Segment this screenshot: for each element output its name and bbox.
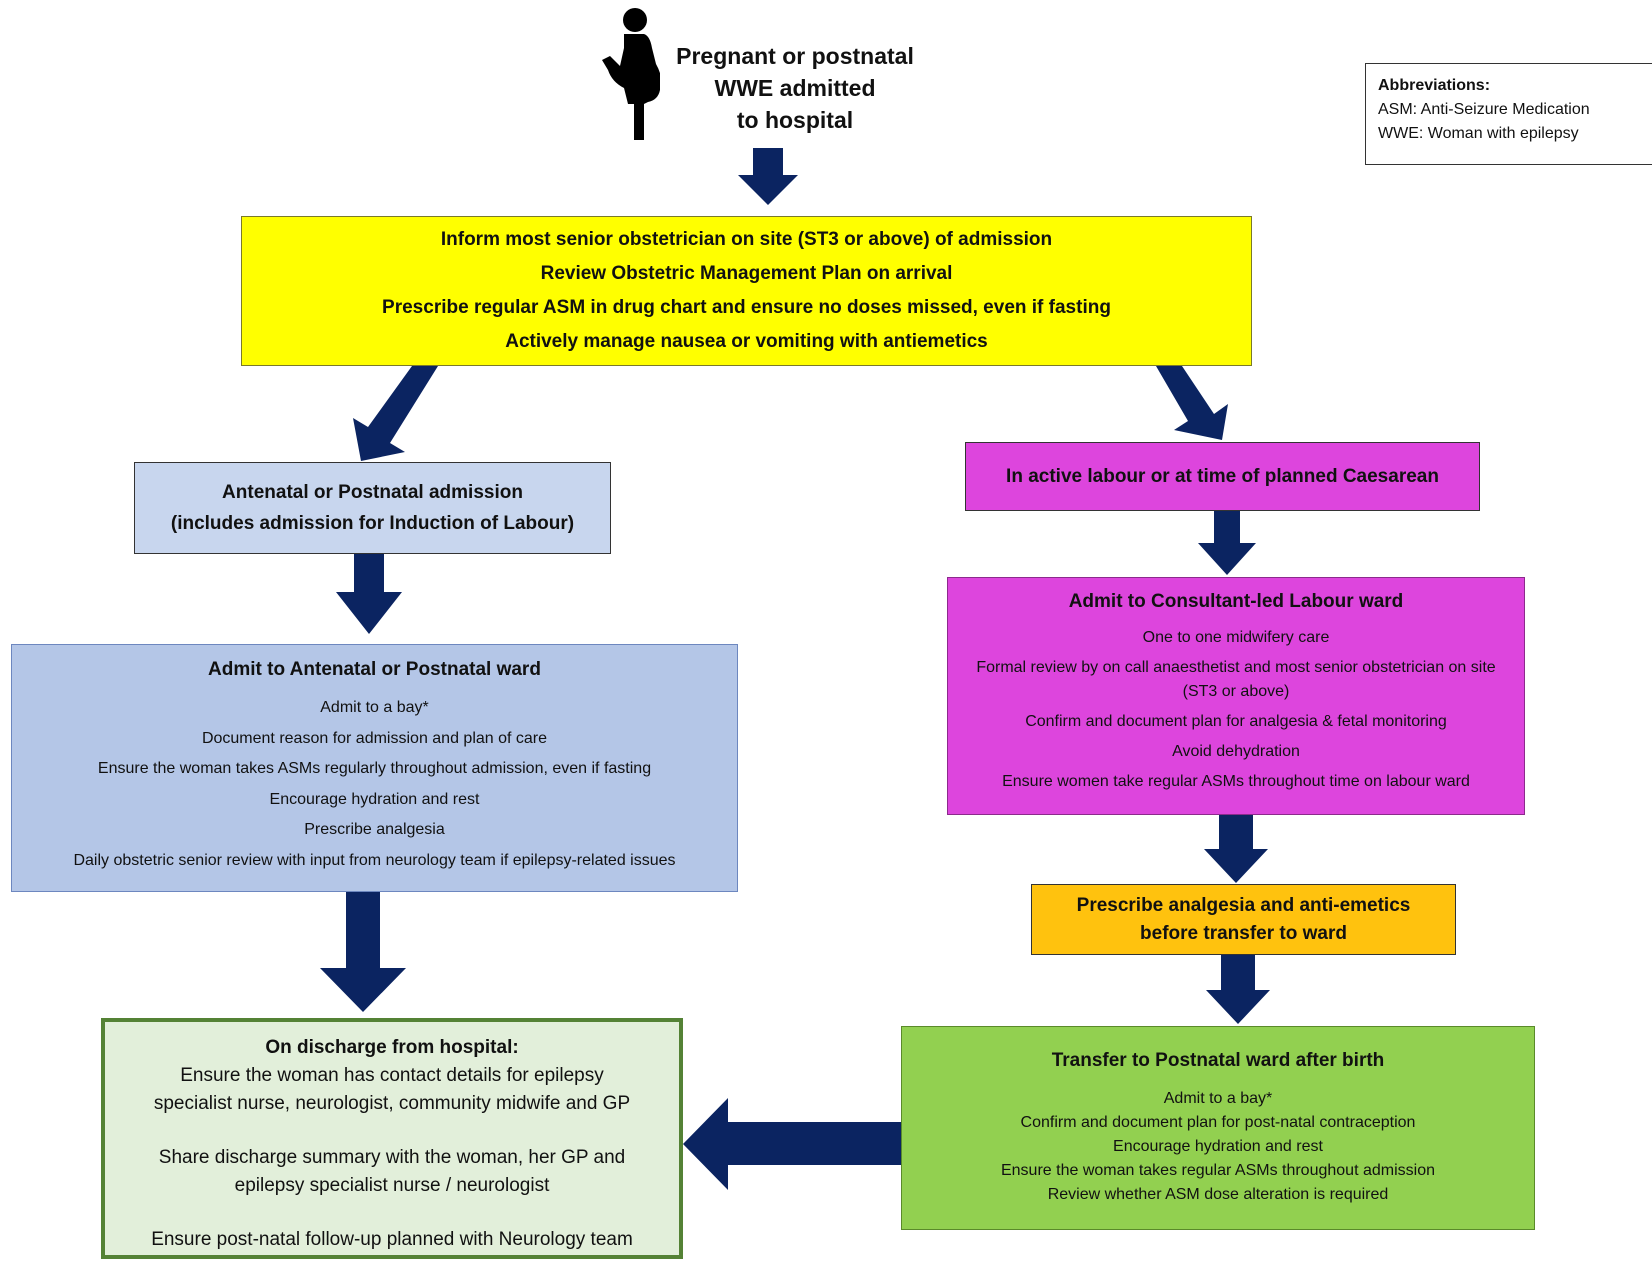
- antenatal-ward-title: Admit to Antenatal or Postnatal ward: [208, 659, 541, 680]
- transfer-item: Encourage hydration and rest: [1113, 1138, 1323, 1155]
- arrow-analgesia-to-transfer: [1206, 955, 1270, 1024]
- labour-ward-box: Admit to Consultant-led Labour ward One …: [947, 577, 1525, 815]
- antenatal-line: (includes admission for Induction of Lab…: [170, 513, 575, 534]
- active-labour-box: In active labour or at time of planned C…: [965, 442, 1480, 511]
- labour-ward-item: Ensure women take regular ASMs throughou…: [1002, 773, 1470, 790]
- antenatal-ward-item: Encourage hydration and rest: [269, 790, 480, 808]
- transfer-item: Confirm and document plan for post-natal…: [1020, 1114, 1416, 1131]
- antenatal-ward-item: Prescribe analgesia: [304, 821, 445, 838]
- senior-line: Prescribe regular ASM in drug chart and …: [382, 297, 1111, 318]
- antenatal-admission-box: Antenatal or Postnatal admission (includ…: [134, 462, 611, 554]
- analgesia-line: before transfer to ward: [1140, 922, 1347, 944]
- analgesia-line: Prescribe analgesia and anti-emetics: [1076, 894, 1411, 916]
- senior-line: Actively manage nausea or vomiting with …: [505, 331, 988, 352]
- discharge-title: On discharge from hospital:: [265, 1037, 519, 1058]
- arrow-labour-ward-to-analgesia: [1204, 815, 1268, 883]
- labour-ward-item: Avoid dehydration: [1172, 743, 1300, 760]
- arrow-header-to-senior: [738, 148, 798, 205]
- antenatal-line: Antenatal or Postnatal admission: [222, 482, 523, 503]
- title-line: to hospital: [736, 107, 854, 133]
- senior-obstetrician-box: Inform most senior obstetrician on site …: [241, 216, 1252, 366]
- abbreviations-title: Abbreviations:: [1378, 77, 1491, 94]
- active-labour-title: In active labour or at time of planned C…: [1006, 465, 1439, 487]
- pregnant-woman-icon: [602, 8, 660, 140]
- arrow-labour-to-labour-ward: [1198, 511, 1256, 575]
- arrow-senior-to-labour: [1156, 366, 1228, 440]
- senior-line: Review Obstetric Management Plan on arri…: [540, 263, 953, 284]
- title-line: Pregnant or postnatal: [676, 43, 914, 69]
- transfer-item: Admit to a bay*: [1163, 1090, 1273, 1107]
- discharge-line: Ensure post-natal follow-up planned with…: [151, 1229, 633, 1250]
- title-line: WWE admitted: [714, 75, 876, 101]
- antenatal-ward-item: Daily obstetric senior review with input…: [73, 851, 676, 869]
- antenatal-ward-item: Document reason for admission and plan o…: [201, 729, 548, 747]
- discharge-box: On discharge from hospital: Ensure the w…: [101, 1018, 683, 1259]
- arrow-senior-to-antenatal: [353, 366, 438, 461]
- labour-ward-item: Confirm and document plan for analgesia …: [1025, 713, 1447, 730]
- antenatal-ward-box: Admit to Antenatal or Postnatal ward Adm…: [11, 644, 738, 892]
- abbreviation-item: WWE: Woman with epilepsy: [1378, 125, 1579, 142]
- abbreviations-box: Abbreviations: ASM: Anti-Seizure Medicat…: [1365, 63, 1652, 165]
- abbreviation-item: ASM: Anti-Seizure Medication: [1378, 101, 1590, 118]
- antenatal-ward-item: Admit to a bay*: [320, 699, 429, 716]
- prescribe-analgesia-box: Prescribe analgesia and anti-emetics bef…: [1031, 884, 1456, 955]
- transfer-title: Transfer to Postnatal ward after birth: [1051, 1050, 1385, 1071]
- discharge-line: Ensure the woman has contact details for…: [180, 1065, 604, 1086]
- labour-ward-item: One to one midwifery care: [1142, 629, 1330, 646]
- admission-title: Pregnant or postnatal WWE admitted to ho…: [660, 40, 930, 136]
- discharge-line: specialist nurse, neurologist, community…: [153, 1093, 631, 1114]
- arrow-ward-to-discharge: [320, 892, 406, 1012]
- transfer-item: Review whether ASM dose alteration is re…: [1047, 1186, 1389, 1203]
- discharge-line: epilepsy specialist nurse / neurologist: [234, 1175, 550, 1196]
- discharge-line: Share discharge summary with the woman, …: [158, 1147, 626, 1168]
- labour-ward-item: Formal review by on call anaesthetist an…: [976, 659, 1496, 700]
- transfer-postnatal-box: Transfer to Postnatal ward after birth A…: [901, 1026, 1535, 1230]
- labour-ward-title: Admit to Consultant-led Labour ward: [1068, 591, 1404, 612]
- senior-line: Inform most senior obstetrician on site …: [440, 229, 1053, 250]
- arrow-antenatal-to-ward: [336, 554, 402, 634]
- antenatal-ward-item: Ensure the woman takes ASMs regularly th…: [97, 760, 652, 777]
- transfer-item: Ensure the woman takes regular ASMs thro…: [1000, 1162, 1435, 1179]
- arrow-transfer-to-discharge: [683, 1098, 901, 1190]
